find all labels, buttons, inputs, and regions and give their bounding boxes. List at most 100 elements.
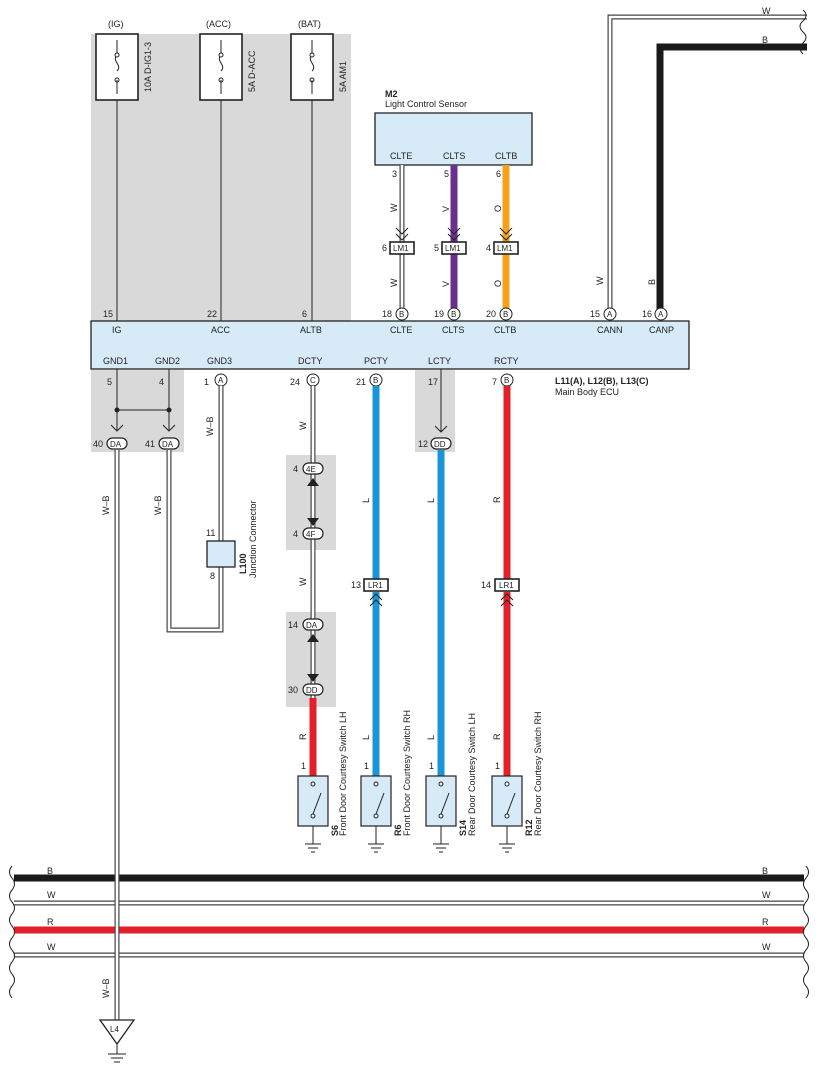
gnd3-wb-label: W–B bbox=[205, 416, 215, 436]
ecu-conn-pcty: B bbox=[373, 376, 378, 385]
ecu-conn-19: B bbox=[451, 310, 456, 319]
fuse-wires bbox=[116, 100, 313, 321]
da41-code: DA bbox=[162, 440, 174, 449]
ground-l4: L4 bbox=[98, 1019, 136, 1063]
dcty-w-label-1: W bbox=[298, 421, 308, 430]
ecu-conn-rcty: B bbox=[504, 376, 509, 385]
ecu-bot-dcty: DCTY bbox=[298, 356, 323, 366]
switch-r6-pin: 1 bbox=[364, 761, 369, 771]
can-w-label: W bbox=[762, 6, 771, 16]
dcty-r-label: R bbox=[298, 733, 308, 740]
ecu-bot-num-7: 7 bbox=[492, 377, 497, 387]
sensor-id: M2 bbox=[385, 89, 398, 99]
fuse-bat-source: (BAT) bbox=[298, 19, 321, 29]
rcty-r-label-1: R bbox=[492, 496, 502, 503]
switch-r6-id: R6 bbox=[393, 824, 403, 836]
conn-4f-pin: 4 bbox=[293, 529, 298, 539]
bus-w1-label-left: W bbox=[47, 890, 56, 900]
dd12-code: DD bbox=[434, 440, 446, 449]
switch-r12-id: R12 bbox=[524, 819, 534, 836]
ecu-top-altb: ALTB bbox=[300, 325, 322, 335]
lr1b-pin: 14 bbox=[481, 580, 491, 590]
pcty-l-label-1: L bbox=[361, 498, 371, 503]
can-b-label: B bbox=[762, 35, 768, 45]
ecu-top-cann: CANN bbox=[597, 325, 623, 335]
clts-v-label-2: V bbox=[441, 281, 451, 287]
bus-b-label-left: B bbox=[47, 866, 53, 876]
conn-dd30-pin: 30 bbox=[288, 685, 298, 695]
ecu-bot-gnd1: GND1 bbox=[103, 356, 128, 366]
lm1-label-b: LM1 bbox=[445, 244, 461, 253]
ecu-bot-pcty: PCTY bbox=[364, 356, 388, 366]
junction-name: Junction Connector bbox=[248, 500, 258, 578]
fuse-ig-source: (IG) bbox=[108, 19, 124, 29]
ecu-top-canp: CANP bbox=[649, 325, 674, 335]
gnd1-wb-label: W–B bbox=[101, 495, 111, 515]
ecu-bot-num-24: 24 bbox=[290, 377, 300, 387]
switch-s14-id: S14 bbox=[458, 820, 468, 836]
lm1-pin-6: 6 bbox=[382, 243, 387, 253]
bus-r-label-left: R bbox=[47, 917, 54, 927]
pcty-l-label-2: L bbox=[361, 735, 371, 740]
rcty-circuit: R R LR1 14 bbox=[481, 386, 520, 776]
ecu-conn-20: B bbox=[503, 310, 508, 319]
ecu-conn-canp: A bbox=[658, 310, 664, 319]
switch-s6-id: S6 bbox=[330, 825, 340, 836]
fuse-acc-source: (ACC) bbox=[206, 19, 231, 29]
ecu-bot-lcty: LCTY bbox=[428, 356, 451, 366]
conn-dd30-code: DD bbox=[306, 686, 318, 695]
junction-id: L100 bbox=[238, 553, 248, 574]
ecu-top-num-15: 15 bbox=[103, 309, 113, 319]
clte-w-label-2: W bbox=[389, 278, 399, 287]
ecu-top-clte: CLTE bbox=[390, 325, 412, 335]
bus-w2-label-right: W bbox=[762, 942, 771, 952]
switch-r12: 1 R12 Rear Door Courtesy Switch RH bbox=[491, 711, 543, 853]
cltb-o-label-1: O bbox=[493, 205, 503, 212]
lr1a-code: LR1 bbox=[368, 581, 383, 590]
sensor-num-5: 5 bbox=[444, 169, 449, 179]
lcty-circuit: DD 12 L L bbox=[418, 369, 452, 776]
ecu-bot-num-21: 21 bbox=[356, 377, 366, 387]
lm1-pin-5: 5 bbox=[434, 243, 439, 253]
lcty-l-label-1: L bbox=[426, 498, 436, 503]
switch-r6: 1 R6 Front Door Courtesy Switch RH bbox=[360, 710, 412, 853]
lr1b-code: LR1 bbox=[499, 581, 514, 590]
light-control-sensor: M2 Light Control Sensor CLTE CLTS CLTB 3… bbox=[374, 89, 533, 179]
conn-4e-pin: 4 bbox=[293, 464, 298, 474]
lr1a-pin: 13 bbox=[351, 580, 361, 590]
ecu-bot-num-4: 4 bbox=[159, 377, 164, 387]
ecu-conn-18: B bbox=[399, 310, 404, 319]
switch-s6-pin: 1 bbox=[301, 761, 306, 771]
switch-s14: 1 S14 Rear Door Courtesy Switch LH bbox=[425, 713, 477, 853]
rcty-r-label-2: R bbox=[492, 733, 502, 740]
sensor-num-3: 3 bbox=[392, 169, 397, 179]
fuse-ig: (IG) 10A D-IG1-3 bbox=[95, 19, 153, 101]
ecu-top-num-18: 18 bbox=[382, 309, 392, 319]
ecu-bot-gnd3: GND3 bbox=[207, 356, 232, 366]
bus-b-label-right: B bbox=[762, 866, 768, 876]
ground-l4-id: L4 bbox=[110, 1025, 119, 1034]
ecu-top-num-6: 6 bbox=[302, 309, 307, 319]
fuse-acc-rating: 5A D-ACC bbox=[247, 50, 257, 92]
ecu-top-num-20: 20 bbox=[486, 309, 496, 319]
fuse-acc: (ACC) 5A D-ACC bbox=[199, 19, 257, 101]
ground-wb-label: W–B bbox=[101, 978, 111, 998]
ecu-bot-gnd2: GND2 bbox=[155, 356, 180, 366]
fuse-bat: (BAT) 5A AM1 bbox=[290, 19, 348, 101]
ecu-top-num-canp: 16 bbox=[642, 309, 652, 319]
switch-s6: 1 S6 Front Door Courtesy Switch LH bbox=[297, 711, 348, 853]
bus-w1-label-right: W bbox=[762, 890, 771, 900]
ecu-bot-rcty: RCTY bbox=[494, 356, 519, 366]
ecu-conn-gnd3: A bbox=[218, 376, 224, 385]
lm1-label-c: LM1 bbox=[497, 244, 513, 253]
ecu-conn-cann: A bbox=[607, 310, 613, 319]
junction-pin-out: 8 bbox=[210, 571, 215, 581]
cltb-o-label-2: O bbox=[493, 280, 503, 287]
cann-w-label: W bbox=[595, 276, 605, 285]
switch-s14-name: Rear Door Courtesy Switch LH bbox=[467, 713, 477, 836]
ecu-top-clts: CLTS bbox=[442, 325, 464, 335]
sensor-name: Light Control Sensor bbox=[385, 99, 467, 109]
sensor-pin-clts: CLTS bbox=[443, 151, 465, 161]
ecu-top-num-22: 22 bbox=[207, 309, 217, 319]
lm1-connectors: LM1 6 LM1 5 LM1 4 bbox=[382, 241, 519, 255]
